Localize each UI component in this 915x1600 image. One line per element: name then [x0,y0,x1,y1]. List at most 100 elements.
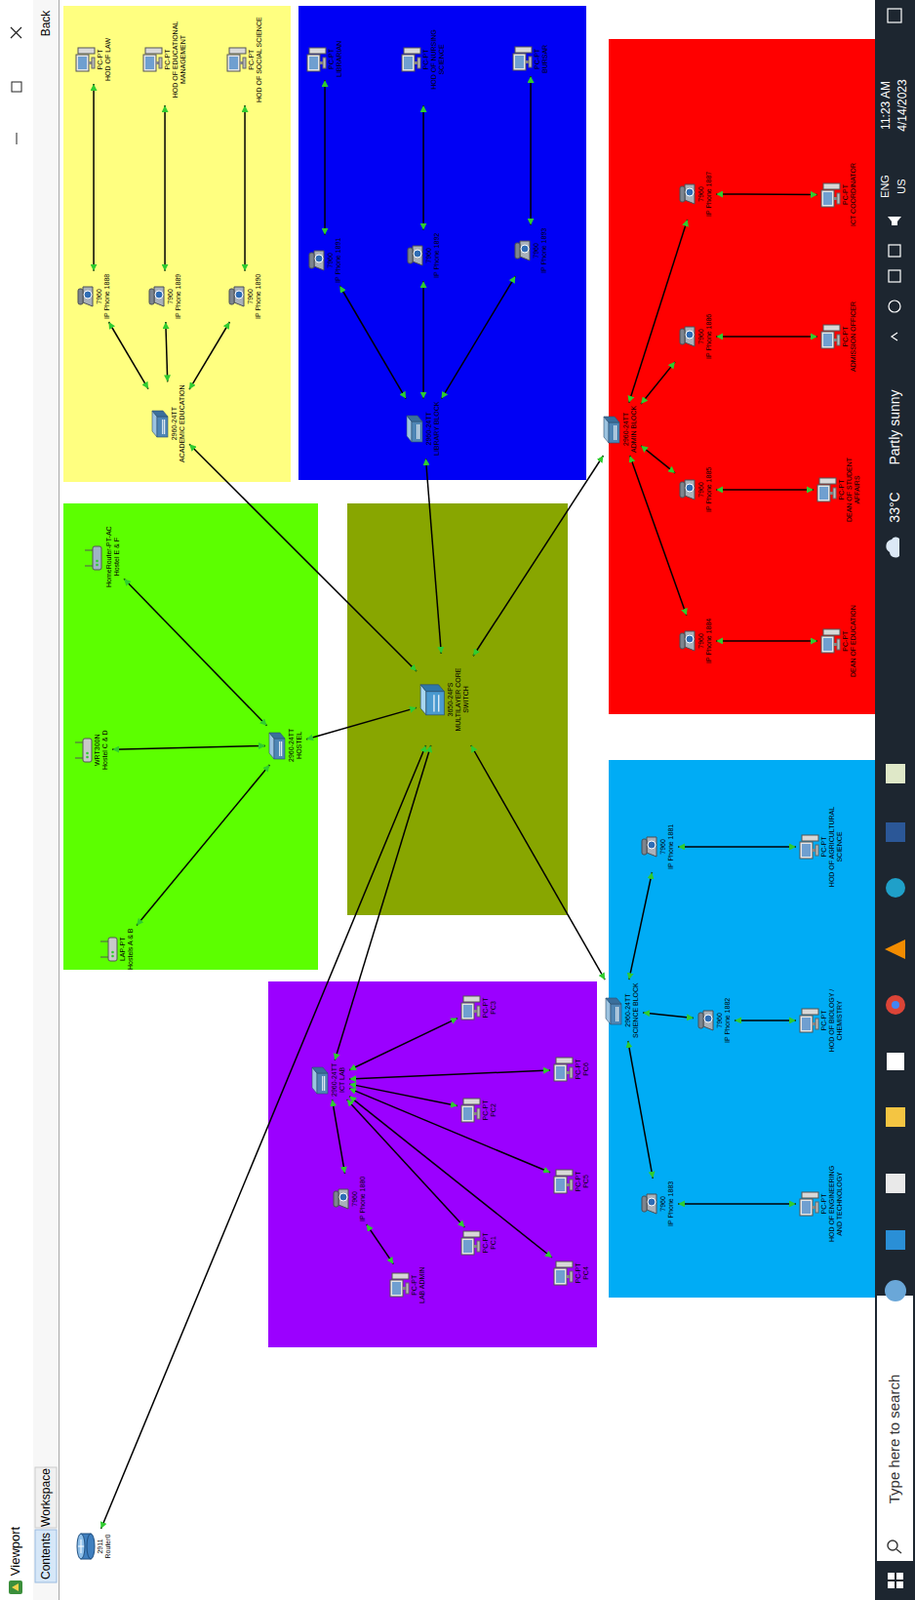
device-name: IP Phone 1884 [705,618,714,664]
device-model: PC-PT [574,1263,583,1284]
ap-icon [99,935,120,963]
icon-part [812,1205,816,1209]
switch-device: 2960-24TTACADEMIC EDUCATION [150,383,188,464]
icon-part [108,937,118,961]
icon-part [463,1239,473,1253]
device-name: ADMIN BLOCK [630,405,638,453]
icon-part [412,245,423,266]
tab-divider [58,0,60,1600]
icon-part [703,1010,714,1031]
device-name: HOD OF SOCIAL SCIENCE [255,16,264,103]
tray-icon [888,300,901,313]
icon-part [685,330,694,339]
device-model: PC-PT [481,1233,490,1254]
device-name: SCIENCE BLOCK [632,982,640,1038]
device-name: IP Phone 1889 [174,274,183,319]
close-button [10,27,22,39]
icon-part [145,47,162,54]
icon-part [461,1105,475,1122]
icon-part [801,843,811,857]
pc-icon [226,46,248,73]
icon-part [679,186,685,202]
pc-device: PC-PTHOD OF AGRICULTURAL SCIENCE [797,802,845,891]
device-model: PC-PT [481,1100,490,1121]
device-name: ACADEMIC EDUCATION [178,384,187,463]
icon-part [605,997,622,1004]
icon-part [821,331,835,349]
device-model: PC-PT [841,184,850,205]
icon-part [75,742,83,758]
device-name: IP Phone 1893 [540,228,549,274]
pc-device: PC-PTICT COORDINATOR [819,161,859,228]
device-model: PC-PT [247,49,256,71]
icon-part [307,54,320,72]
icon-part [80,1533,91,1559]
homerouter-icon [83,542,106,572]
icon-part [463,995,480,1002]
device-name: DEAN OF STUDENT AFFAIRS [845,446,862,533]
device-model: 2960-24TT [622,412,631,446]
pc-icon [460,1230,482,1256]
icon-part [392,1281,401,1295]
icon-part [407,247,413,264]
icon-part [85,755,89,758]
network-link [112,745,266,750]
pc-icon [553,1168,575,1194]
phone-icon [677,182,698,206]
icon-part [698,1012,704,1029]
device-name: ICT COORDINATOR [849,162,858,227]
device-model: PC-PT [820,1010,829,1032]
pc-icon [553,1056,575,1082]
phone-device: 7960IP Phone 1893 [512,227,550,275]
device-model: PC-PT [410,1274,419,1296]
icon-part [322,1075,325,1091]
phone-device: 7960IP Phone 1891 [306,237,344,284]
icon-part [157,416,168,438]
pc-icon [512,45,534,72]
tab-label: Contents [39,1532,53,1580]
network-link [677,1202,796,1205]
device-model: 2911 [96,1538,105,1553]
icon-part [403,56,413,70]
icon-part [100,941,109,957]
network-link [349,1096,553,1258]
icon-part [704,1014,713,1023]
pc-device: PC-PTPC5 [552,1167,592,1195]
icon-part [556,1057,573,1064]
area-purple [268,981,597,1348]
icon-part [309,56,319,70]
phone-icon [513,238,533,263]
icon-part [390,1279,403,1297]
device-model: PC-PT [327,48,336,70]
tray-icon [887,216,902,226]
icon-part [338,1189,349,1209]
network-link [628,1040,654,1179]
device-model: 7960 [95,288,104,305]
ap-icon [74,736,94,764]
pc-icon [798,1191,821,1217]
icon-part [801,1192,819,1198]
pc-device: PC-PTHOD OF ENGINEERING AND TECHNOLOGY [797,1159,845,1248]
icon-part [401,54,415,72]
icon-part [815,1201,819,1213]
device-name: IP Phone 1885 [705,467,714,513]
device-name: BURSAR [541,44,550,74]
pc-icon [142,46,164,73]
clock-date: 4/14/2023 [895,79,910,131]
area-blue [298,5,587,480]
phone-icon [677,324,698,349]
icon-part [519,240,530,261]
device-model: PC-PT [163,49,172,71]
tab-label: Workspace [39,1468,53,1527]
network-link [101,745,427,1529]
icon-part [801,1200,811,1214]
icon-part [556,1169,573,1176]
device-name: PC6 [582,1062,591,1076]
connector-group [93,76,818,1529]
phone-device: 7960IP Phone 1886 [676,313,715,360]
icon-part [684,479,695,500]
switch-device: 2960-24TTLIBRARY BLOCK [404,400,442,457]
network-link [349,1070,551,1079]
network-link [136,764,270,926]
icon-part [406,415,412,442]
